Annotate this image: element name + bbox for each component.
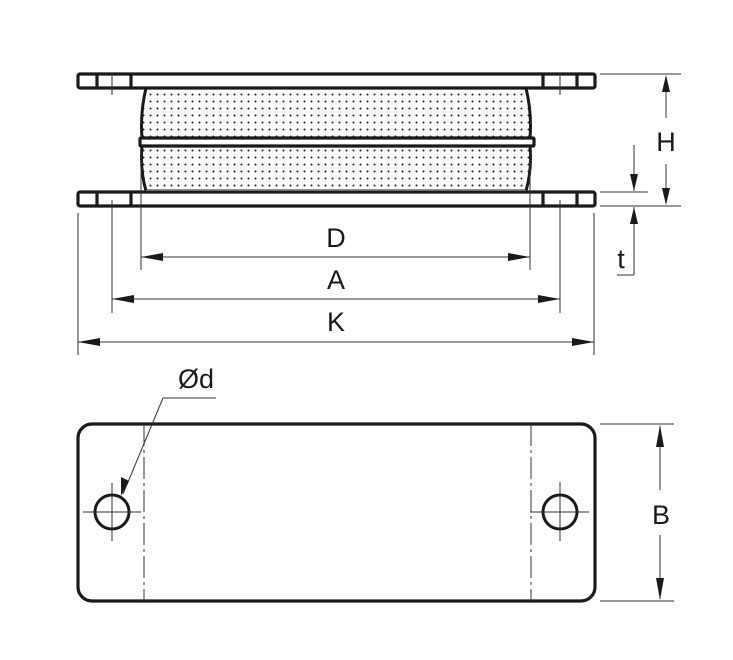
dimension-h: H bbox=[600, 73, 681, 207]
extension-lines bbox=[77, 152, 595, 355]
top-view bbox=[76, 422, 597, 603]
label-hole-diameter: Ød bbox=[178, 364, 214, 394]
label-k: K bbox=[327, 307, 345, 337]
label-h: H bbox=[656, 127, 676, 157]
dimension-t: t bbox=[600, 145, 648, 276]
middle-plate bbox=[138, 136, 536, 148]
dimension-b: B bbox=[600, 423, 674, 602]
label-t: t bbox=[617, 244, 625, 274]
label-d-diameter-outer: D bbox=[326, 223, 346, 253]
base-plate-outline bbox=[76, 422, 597, 603]
dimension-hole-diameter: Ød bbox=[121, 364, 216, 496]
dimension-k: K bbox=[78, 307, 594, 346]
lower-rubber-block bbox=[140, 144, 532, 193]
label-b: B bbox=[652, 500, 670, 530]
label-a: A bbox=[327, 265, 345, 295]
side-view bbox=[76, 72, 597, 208]
bottom-plate bbox=[76, 190, 597, 208]
upper-rubber-block bbox=[140, 86, 532, 140]
top-plate bbox=[76, 72, 597, 90]
dimension-a: A bbox=[112, 265, 560, 303]
dimension-d: D bbox=[141, 223, 530, 261]
